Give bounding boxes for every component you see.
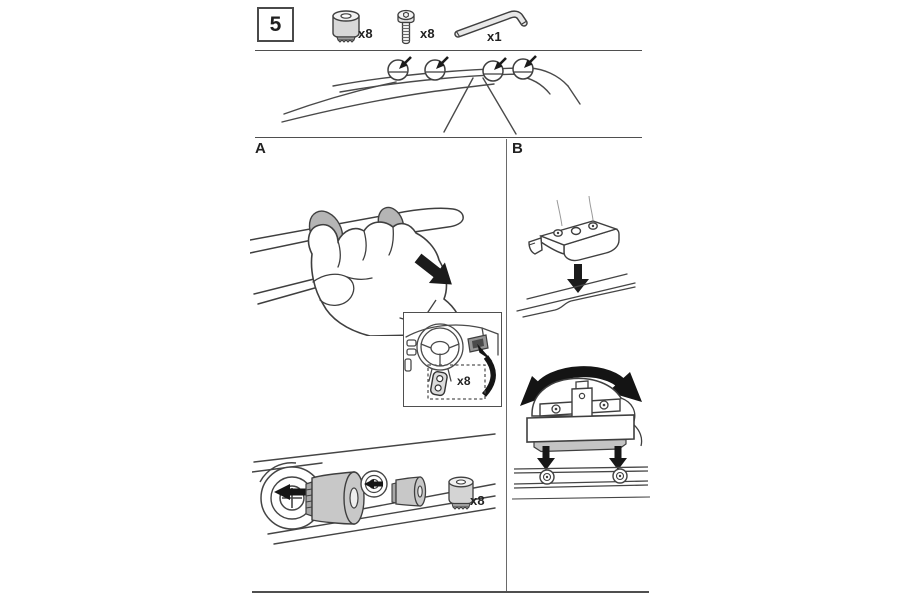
rail-fixpoint-left xyxy=(539,469,555,485)
dashboard-illustration xyxy=(404,323,499,400)
quantity-callout-box xyxy=(427,364,486,400)
section-b-label: B xyxy=(512,140,523,157)
torx-screw-icon xyxy=(397,9,415,45)
press-direction-arrow xyxy=(414,253,452,285)
section-a-label: A xyxy=(255,140,266,157)
part-quantity: x1 xyxy=(487,29,502,44)
step-number-box: 5 xyxy=(257,7,294,42)
cap-fitting-illustration xyxy=(252,433,496,545)
roof-lines xyxy=(516,273,636,318)
fixpoint-markers xyxy=(387,55,537,82)
expansion-cap-icon xyxy=(332,10,360,43)
rail-lines xyxy=(512,466,650,500)
expansion-cap-part xyxy=(448,476,474,510)
foot-tightening-illustration xyxy=(512,366,650,500)
inset-quantity: x8 xyxy=(457,374,471,388)
insert-direction-arrow xyxy=(481,355,496,397)
torx-key-icon xyxy=(454,10,528,38)
foot-placement-illustration xyxy=(516,196,636,318)
part-quantity: x8 xyxy=(420,26,435,41)
cap-large xyxy=(305,471,365,525)
crossbar xyxy=(526,414,635,443)
plug-part-icon xyxy=(430,371,448,397)
rail-fixpoint-right xyxy=(612,468,628,484)
divider-bottom xyxy=(252,591,649,593)
section-divider xyxy=(506,139,507,591)
divider-top xyxy=(255,50,642,51)
cap-quantity: x8 xyxy=(470,493,485,508)
part-quantity: x8 xyxy=(358,26,373,41)
fix-down-arrow-left xyxy=(537,446,555,470)
fix-down-arrow-right xyxy=(609,446,627,470)
step-number: 5 xyxy=(269,12,282,36)
car-roof-overview-illustration xyxy=(281,55,581,135)
hand-fitting-covers-illustration xyxy=(250,206,465,336)
hand-outline xyxy=(307,221,465,336)
mounted-foot-assembly xyxy=(526,377,643,453)
push-arrow-large xyxy=(274,484,306,500)
interior-inset-box: x8 xyxy=(403,312,502,407)
push-arrow-small xyxy=(364,479,383,489)
mounting-foot xyxy=(528,220,620,262)
cap-small xyxy=(391,476,427,507)
divider-mid xyxy=(255,137,642,138)
